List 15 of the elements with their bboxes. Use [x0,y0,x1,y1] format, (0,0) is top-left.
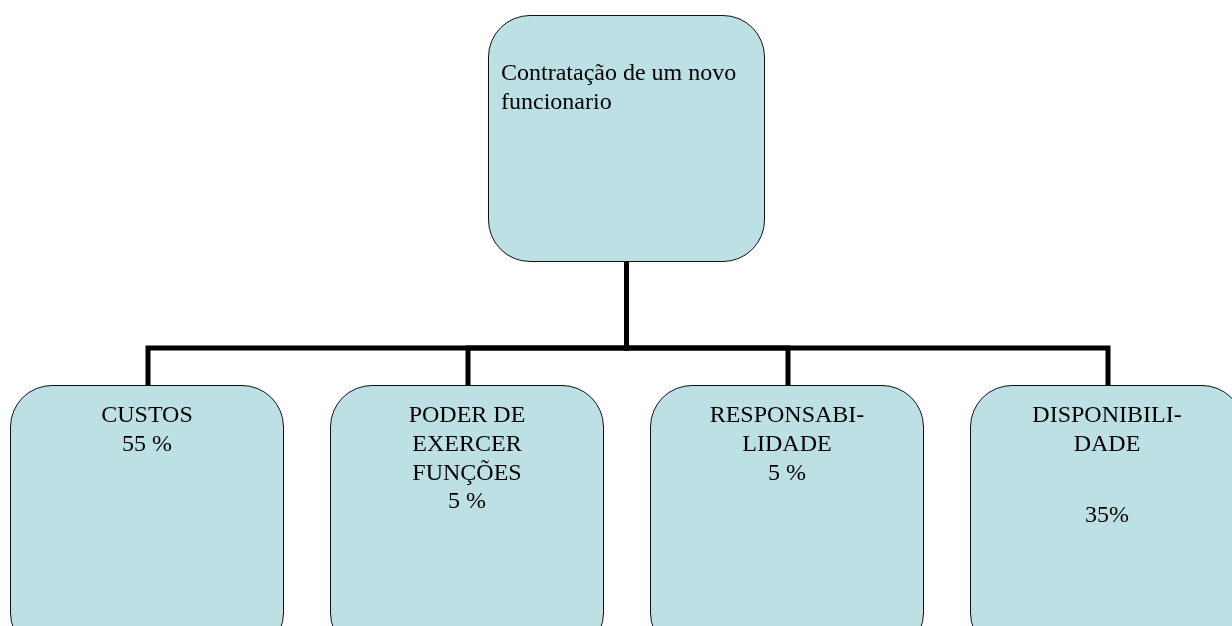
box-label: 5 % [447,486,487,516]
box-label: CUSTOS [100,400,194,429]
rounded-box [488,15,765,262]
box-label: 5 % [767,457,807,487]
box-label: 35% [1084,499,1130,529]
rounded-box [970,385,1232,626]
box-label: PODER DE EXERCER FUNÇÕES [407,400,527,487]
rounded-box [330,385,604,626]
box-label: RESPONSABI- LIDADE [708,400,866,458]
rounded-box [10,385,284,626]
box-label: DISPONIBILI- DADE [1031,400,1183,458]
connector-line [624,262,1111,385]
rounded-box [650,385,924,626]
box-label: 55 % [121,428,173,458]
box-label: Contratação de um novo funcionario [501,58,738,116]
